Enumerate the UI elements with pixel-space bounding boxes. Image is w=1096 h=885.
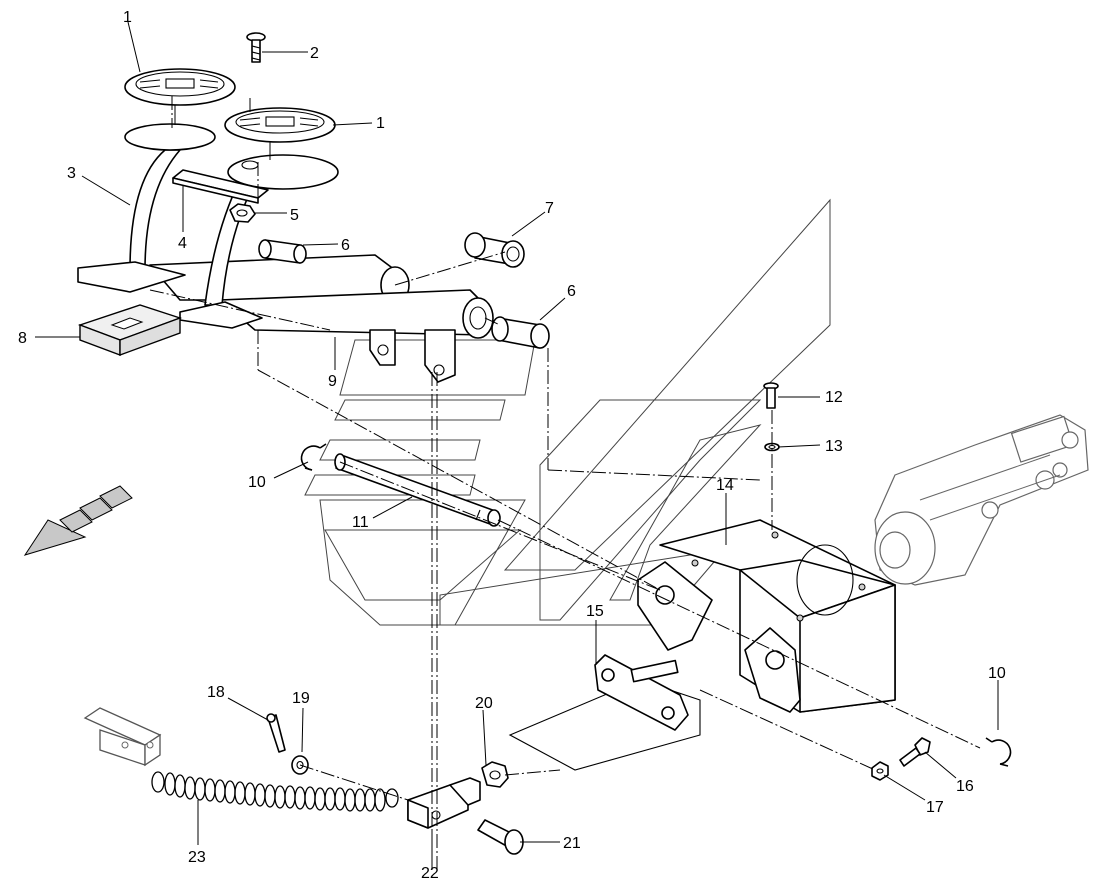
pedal-bracket	[637, 519, 896, 713]
label-14: 14	[716, 477, 734, 494]
label-10a: 10	[248, 474, 266, 491]
pedal-pad-left	[124, 68, 236, 106]
pedal-pad-right	[224, 107, 336, 143]
label-19: 19	[292, 690, 310, 707]
label-6b: 6	[567, 283, 576, 300]
pedal-arm-left	[77, 123, 216, 293]
label-7: 7	[545, 200, 554, 217]
label-23: 23	[188, 849, 206, 866]
label-3: 3	[67, 165, 76, 182]
label-22: 22	[421, 865, 439, 882]
screw	[246, 32, 266, 63]
bushing-lower	[491, 316, 550, 349]
master-cylinder	[874, 414, 1089, 586]
lock-nut	[481, 761, 509, 788]
circlip-left	[300, 443, 327, 471]
clevis-pin	[477, 819, 524, 855]
label-9: 9	[328, 373, 337, 390]
label-1b: 1	[376, 115, 385, 132]
nut	[229, 203, 256, 223]
label-8: 8	[18, 330, 27, 347]
label-5: 5	[290, 207, 299, 224]
cotter-pin	[266, 713, 286, 753]
label-1a: 1	[123, 9, 132, 26]
label-12: 12	[825, 389, 843, 406]
label-6a: 6	[341, 237, 350, 254]
direction-arrow-icon	[23, 485, 133, 556]
label-13: 13	[825, 438, 843, 455]
callout-labels: 1 1 2 3 4 5 6 6 7 8 9 10 10 11 12 13 14 …	[18, 9, 1006, 882]
foot-pad-block	[77, 304, 183, 357]
lever-plate	[508, 654, 701, 771]
hex-nut	[871, 761, 889, 781]
hex-bolt	[899, 737, 931, 767]
assembly-lines	[149, 96, 981, 870]
leader-lines	[35, 21, 999, 862]
label-2: 2	[310, 45, 319, 62]
bolt	[763, 382, 779, 409]
bushing-upper	[258, 239, 307, 264]
label-17: 17	[926, 799, 944, 816]
label-16: 16	[956, 778, 974, 795]
return-spring	[151, 771, 399, 812]
circlip-right	[985, 737, 1012, 767]
clevis	[407, 777, 481, 829]
spring-anchor-bracket	[83, 707, 162, 767]
bushing-large	[464, 232, 525, 268]
label-15: 15	[586, 603, 604, 620]
label-21: 21	[563, 835, 581, 852]
label-4: 4	[178, 235, 187, 252]
label-20: 20	[475, 695, 493, 712]
label-18: 18	[207, 684, 225, 701]
pedal-arm-right	[179, 154, 339, 329]
label-11: 11	[352, 514, 369, 531]
label-10b: 10	[988, 665, 1006, 682]
